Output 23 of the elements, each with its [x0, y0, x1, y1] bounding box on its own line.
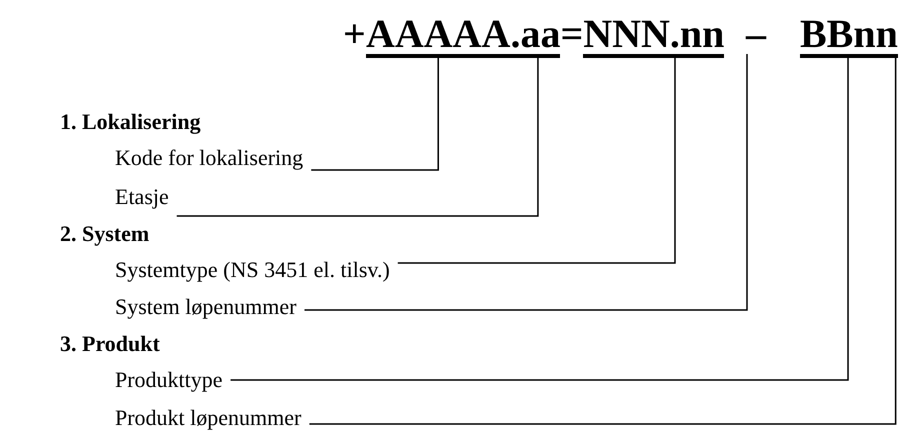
field-label: Systemtype (NS 3451 el. tilsv.) — [115, 258, 390, 282]
field-label: Produkt løpenummer — [115, 406, 302, 430]
code-segment: AAAAA — [366, 14, 510, 58]
field-label: Produkttype — [115, 368, 223, 392]
equals-sign: = — [560, 14, 584, 54]
code-segment: nn — [853, 14, 898, 58]
code-segment: BB — [800, 14, 854, 58]
field-label: Kode for lokalisering — [115, 146, 304, 170]
section-heading: 1. Lokalisering — [60, 110, 201, 134]
section-heading: 2. System — [60, 222, 150, 246]
leader-line — [398, 58, 676, 264]
leader-line — [311, 58, 439, 171]
section-heading: 3. Produkt — [60, 332, 160, 356]
field-label: Etasje — [115, 185, 169, 210]
code-separator: – — [746, 14, 766, 54]
code-segment: .aa — [510, 14, 560, 58]
field-label: System løpenummer — [115, 295, 296, 320]
leader-line — [309, 58, 896, 425]
leader-line — [230, 58, 849, 381]
code-segment: NNN.nn — [583, 14, 724, 58]
leader-line — [304, 54, 748, 311]
plus-sign: + — [343, 14, 366, 54]
leader-line — [176, 58, 539, 217]
